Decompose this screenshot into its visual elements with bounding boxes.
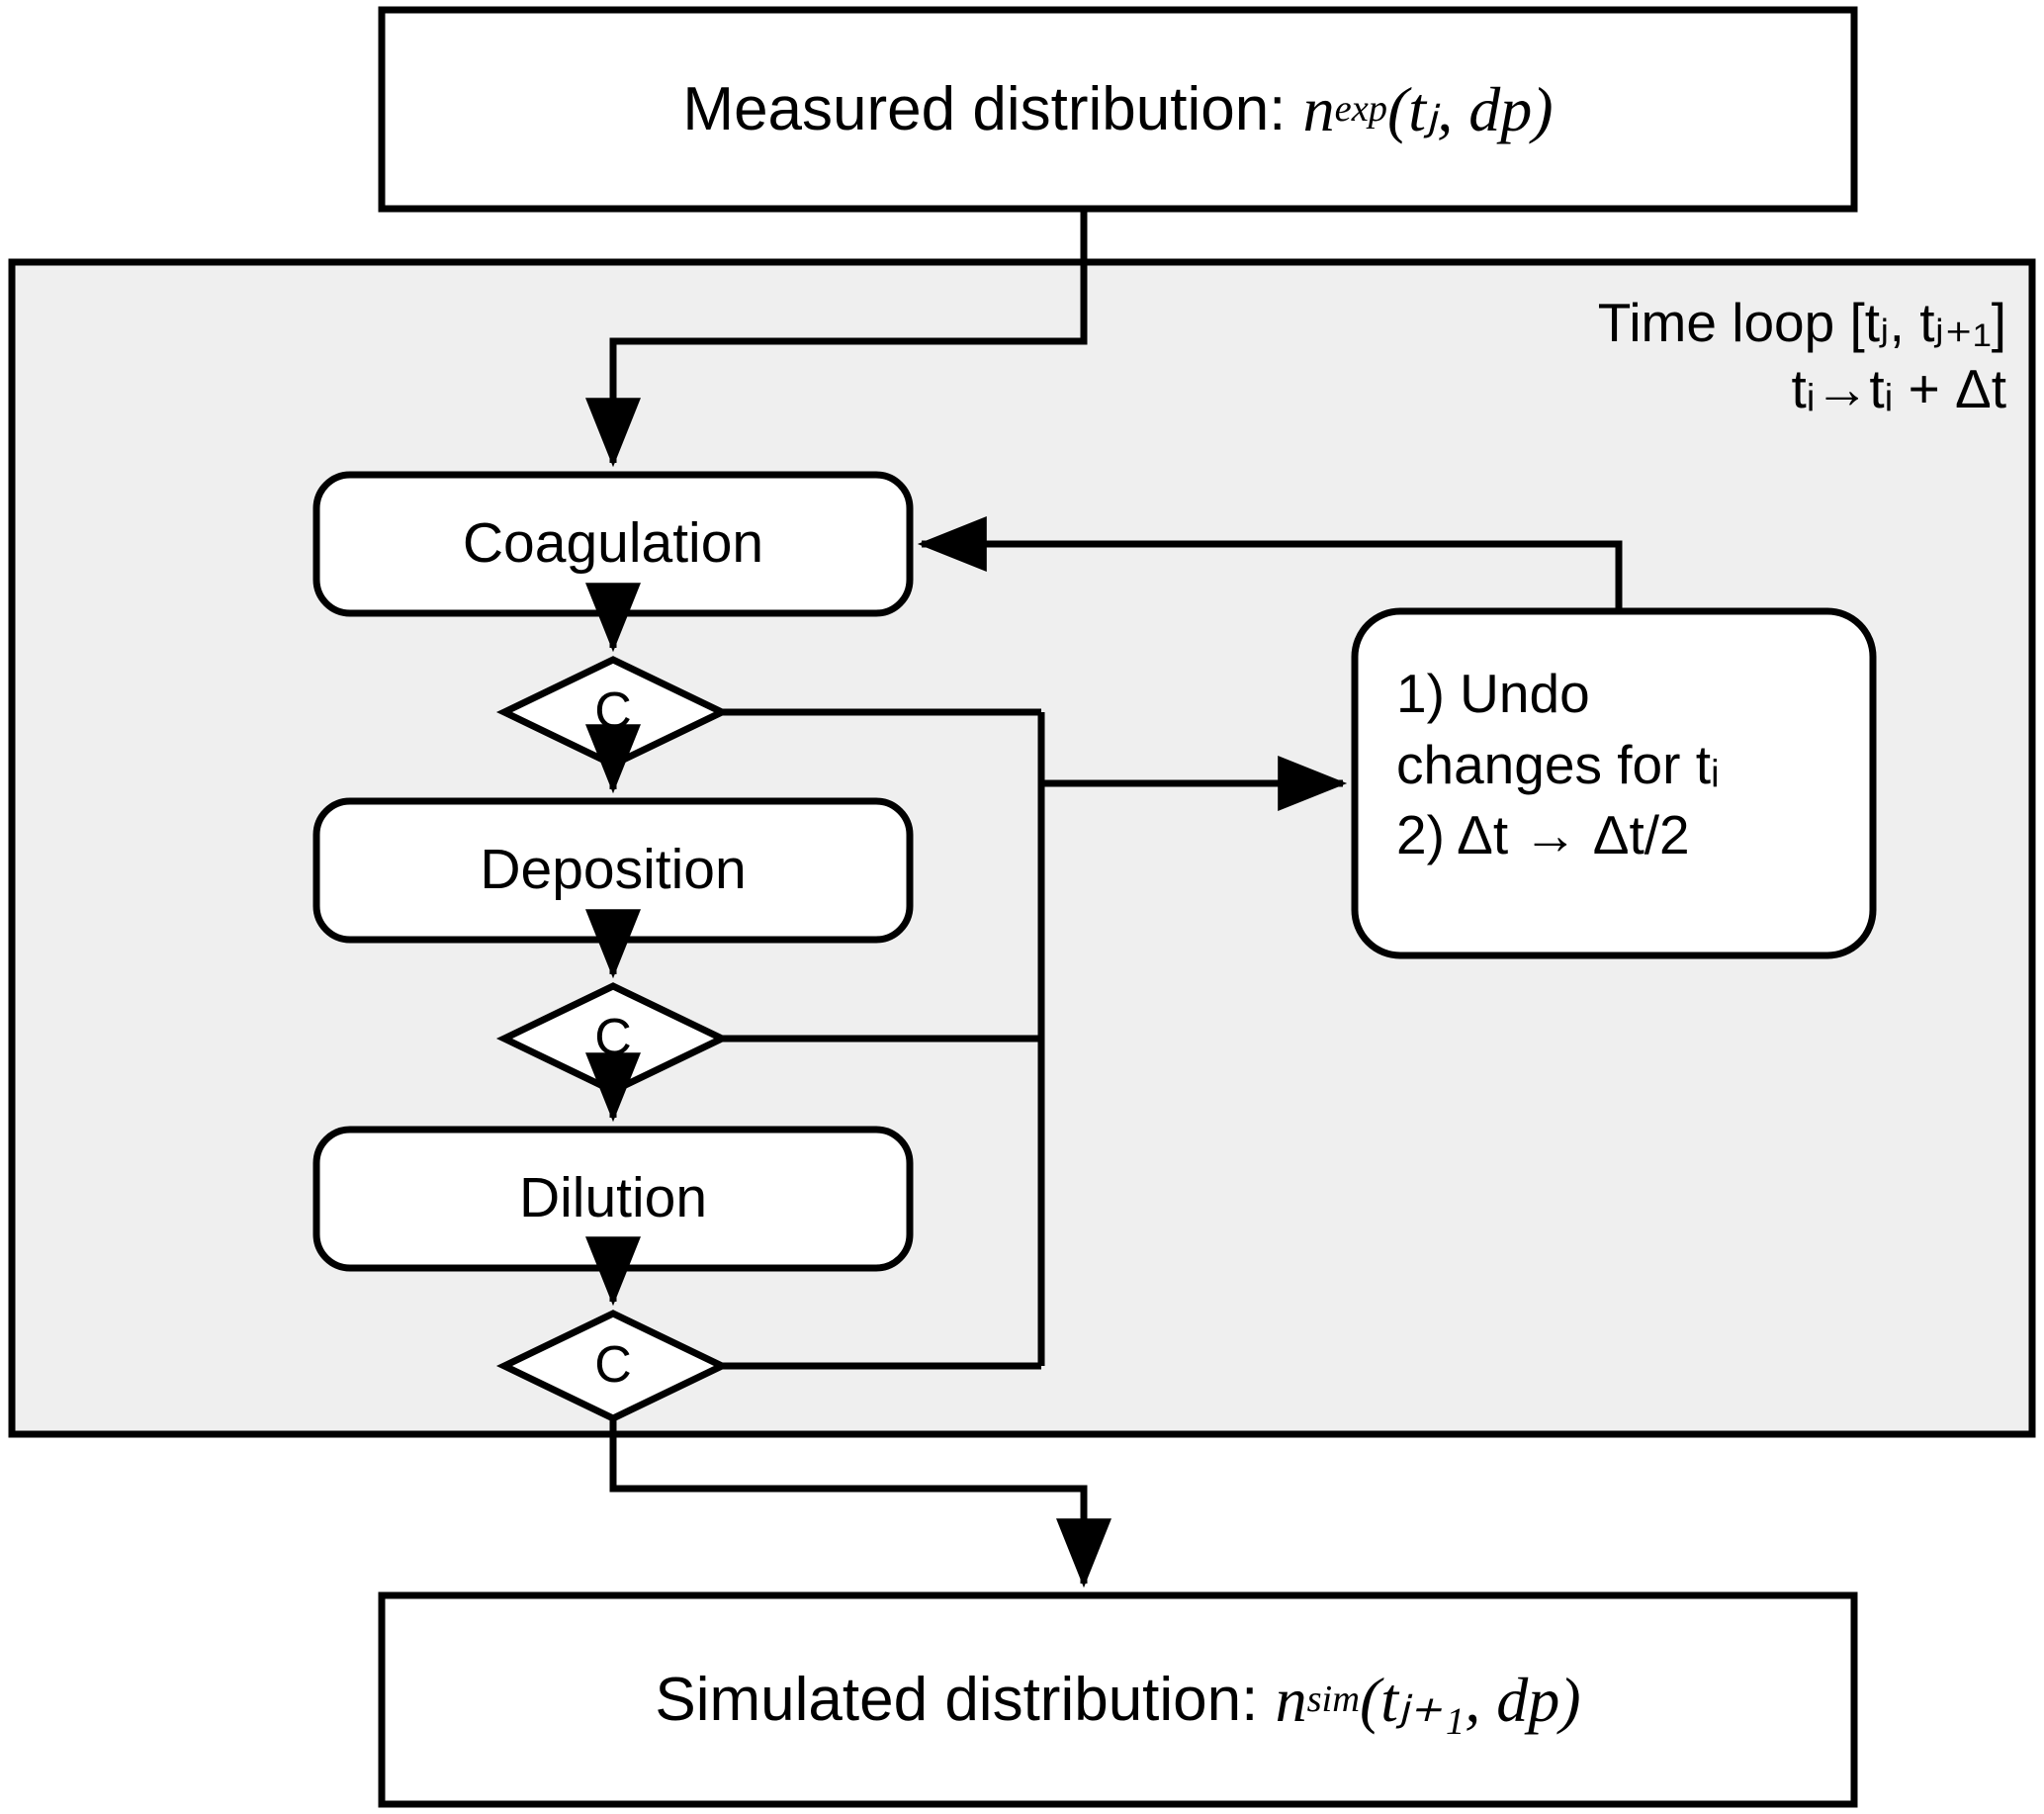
undo-box-label: 1) Undo changes for tᵢ 2) Δt → Δt/2	[1396, 659, 1861, 871]
undo-line-1: 1) Undo	[1396, 663, 1590, 724]
simulated-distribution-box	[378, 1591, 1858, 1808]
undo-line-2: changes for tᵢ	[1396, 733, 1720, 795]
undo-box	[1351, 607, 1877, 959]
time-loop-label-line1: Time loop [tⱼ, tⱼ₊₁]	[1597, 292, 2006, 353]
deposition-box	[312, 797, 914, 944]
edge-decision3-to-output	[609, 1418, 1111, 1588]
time-loop-label-line2: tᵢ→tᵢ + Δt	[1791, 358, 2006, 420]
edge-input-to-coagulation	[585, 209, 1088, 468]
edge-undo-to-coagulation	[917, 516, 1623, 611]
measured-distribution-box	[378, 6, 1858, 213]
undo-line-3: 2) Δt → Δt/2	[1396, 804, 1690, 865]
time-loop-label: Time loop [tⱼ, tⱼ₊₁] tᵢ→tᵢ + Δt	[1255, 290, 2006, 422]
coagulation-box	[312, 471, 914, 617]
dilution-box	[312, 1126, 914, 1272]
